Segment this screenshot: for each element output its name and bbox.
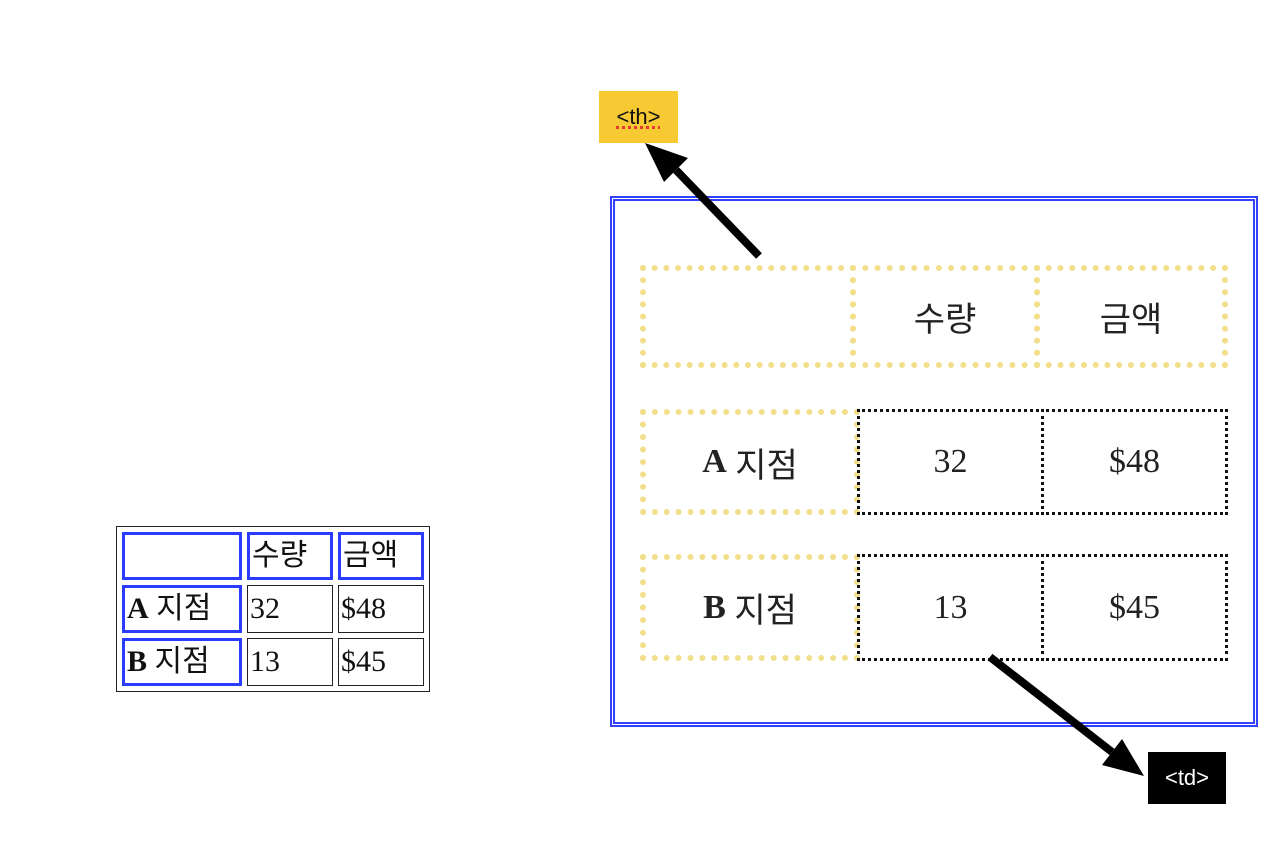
small-header-qty: 수량 [247, 532, 333, 580]
arrow-to-th [645, 143, 762, 259]
small-row-b-letter: B [127, 645, 148, 678]
big-row-a-letter: A [702, 443, 727, 480]
big-cell-b-amount-text: $45 [1109, 588, 1160, 626]
arrow-to-td [987, 653, 1144, 776]
big-header-qty-text: 수량 [913, 302, 977, 339]
small-row-a-suffix: 지점 [148, 592, 212, 625]
small-row-header-a: A 지점 [122, 585, 242, 633]
small-row-header-b: B 지점 [122, 638, 242, 686]
big-header-amount: 금액 [1034, 265, 1228, 368]
big-cell-a-qty-text: 32 [933, 443, 968, 480]
big-row-b-suffix: 지점 [725, 593, 797, 630]
small-cell-b-qty: 13 [247, 638, 333, 686]
small-row-b-suffix: 지점 [147, 645, 210, 678]
small-cell-a-qty: 32 [247, 585, 333, 633]
td-label-text: <td> [1164, 765, 1210, 790]
big-cell-b-qty-text: 13 [933, 588, 968, 626]
small-table-row: A 지점 32 $48 [122, 585, 424, 633]
th-label-tag: <th> [599, 91, 678, 143]
td-label-tag: <td> [1148, 752, 1226, 804]
th-label-text: <th> [616, 104, 661, 129]
small-header-amount: 금액 [338, 532, 424, 580]
big-row-a-suffix: 지점 [726, 447, 798, 485]
big-cell-a-amount: $48 [1041, 409, 1228, 515]
big-header-amount-text: 금액 [1099, 302, 1163, 339]
small-cell-a-amount: $48 [338, 585, 424, 633]
small-table-row: B 지점 13 $45 [122, 638, 424, 686]
small-table-header-row: 수량 금액 [122, 532, 424, 580]
big-cell-b-amount: $45 [1041, 554, 1228, 661]
big-table-outer-border [610, 196, 1258, 727]
big-row-b-letter: B [703, 588, 726, 626]
small-header-empty [122, 532, 242, 580]
small-cell-b-amount: $45 [338, 638, 424, 686]
big-cell-a-amount-text: $48 [1109, 443, 1160, 480]
small-row-a-letter: A [127, 592, 149, 625]
small-table: 수량 금액 A 지점 32 $48 B 지점 13 $45 [116, 526, 430, 692]
